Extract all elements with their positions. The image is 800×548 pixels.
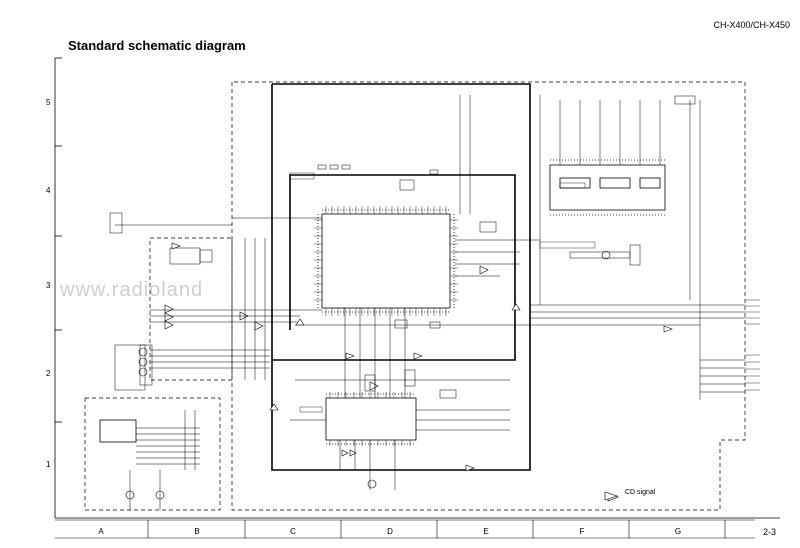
main-ic-pins [314, 206, 458, 316]
amplifier-symbols [125, 250, 611, 500]
vertical-traces [129, 95, 701, 510]
page-number: 2-3 [762, 527, 776, 537]
col-label-f: F [579, 527, 585, 536]
signal-traces [115, 217, 745, 465]
driver-ic-pins [329, 392, 411, 446]
signal-arrows [171, 242, 673, 502]
col-label-c: C [290, 527, 296, 536]
controller-ic [549, 159, 666, 216]
legend-cd-signal: CD signal [625, 489, 656, 496]
model-number: CH-X400/CH-X450 [713, 20, 790, 30]
page-frame [54, 57, 780, 519]
row-label-4: 4 [46, 186, 51, 195]
row-label-5: 5 [46, 98, 51, 107]
components [109, 95, 696, 399]
net-labels [289, 172, 596, 413]
col-label-a: A [98, 527, 104, 536]
watermark: www.radioland [60, 279, 204, 301]
row-label-2: 2 [46, 369, 51, 378]
col-label-d: D [387, 527, 393, 536]
driver-ic [325, 393, 417, 445]
col-label-g: G [674, 527, 682, 536]
power-bus [271, 83, 531, 471]
right-connectors [745, 299, 760, 391]
main-ic [317, 209, 455, 313]
col-label-e: E [483, 527, 489, 536]
row-label-1: 1 [46, 460, 51, 469]
bottom-ruler [55, 519, 755, 539]
board-outline-dashed [84, 81, 746, 511]
col-label-b: B [194, 527, 200, 536]
row-label-3: 3 [46, 281, 51, 290]
legend-cd-signal-marker [604, 491, 618, 501]
diagram-title: Standard schematic diagram [68, 38, 246, 53]
pickup-ic [99, 419, 137, 443]
